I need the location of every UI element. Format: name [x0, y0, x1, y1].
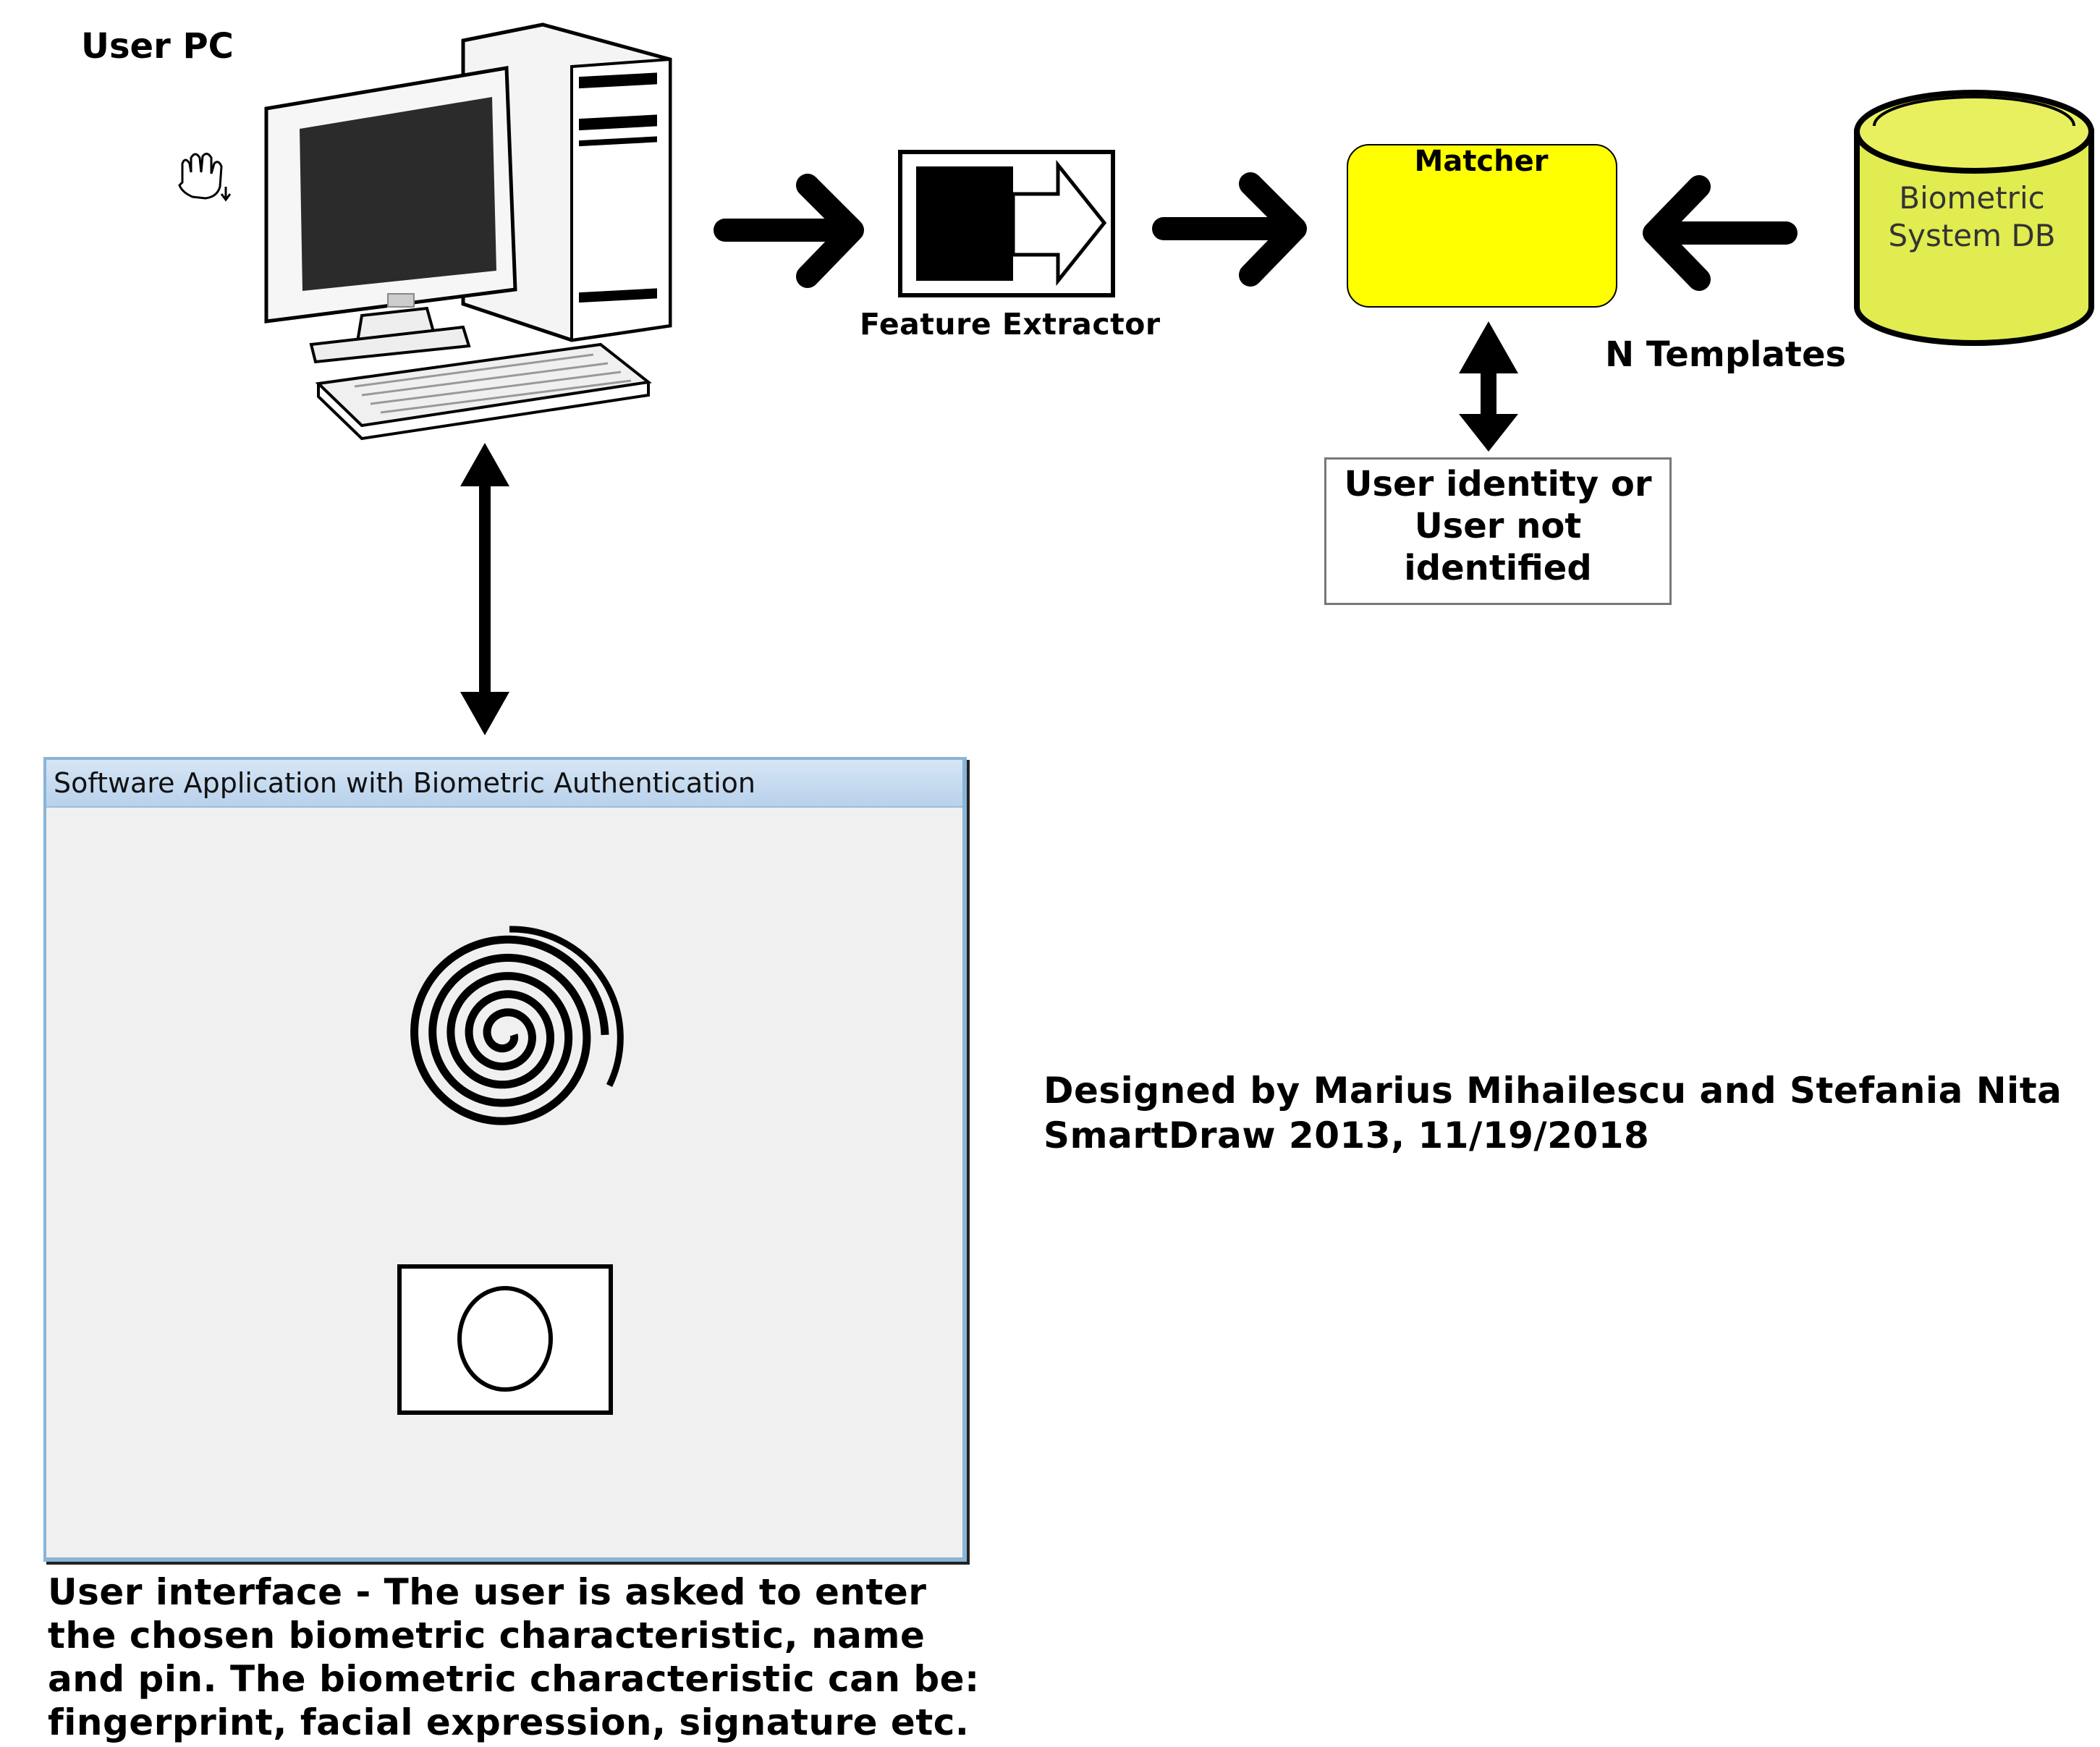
- database-icon: [1854, 90, 2094, 346]
- templates-label: N Templates: [1605, 334, 1847, 375]
- matcher-box: [1347, 144, 1617, 308]
- ui-caption: User interface - The user is asked to en…: [48, 1570, 980, 1744]
- result-box: [1324, 457, 1672, 605]
- feature-extractor-label: Feature Extractor: [860, 307, 1161, 342]
- caption-line-4: fingerprint, facial expression, signatur…: [48, 1701, 970, 1743]
- caption-line-1: User interface - The user is asked to en…: [48, 1571, 927, 1613]
- caption-line-3: and pin. The biometric characteristic ca…: [48, 1658, 980, 1700]
- matcher-label: Matcher: [1414, 145, 1549, 178]
- arrow-extractor-to-matcher: [1152, 172, 1307, 287]
- hand-cursor-icon: [178, 153, 232, 202]
- window-titlebar[interactable]: Software Application with Biometric Auth…: [46, 760, 962, 808]
- user-pc-label: User PC: [81, 26, 234, 67]
- window-title: Software Application with Biometric Auth…: [54, 767, 755, 799]
- credit-line-1: Designed by Marius Mihailescu and Stefan…: [1043, 1070, 2062, 1112]
- database-label: Biometric System DB: [1888, 180, 2056, 253]
- face-capture-icon[interactable]: [397, 1264, 613, 1415]
- arrow-db-to-matcher: [1643, 175, 1798, 291]
- arrow-pc-window: [460, 443, 509, 735]
- fingerprint-icon[interactable]: [410, 926, 624, 1125]
- arrow-pc-to-extractor: [714, 174, 864, 288]
- credit-line-2: SmartDraw 2013, 11/19/2018: [1043, 1114, 1650, 1156]
- app-window: Software Application with Biometric Auth…: [43, 757, 967, 1562]
- arrow-matcher-result: [1459, 321, 1518, 452]
- feature-extractor-icon: [898, 150, 1115, 297]
- credit-text: Designed by Marius Mihailescu and Stefan…: [1043, 1068, 2062, 1158]
- result-label: User identity or User not identified: [1344, 464, 1652, 588]
- user-pc-icon: [264, 22, 672, 441]
- caption-line-2: the chosen biometric characteristic, nam…: [48, 1615, 926, 1657]
